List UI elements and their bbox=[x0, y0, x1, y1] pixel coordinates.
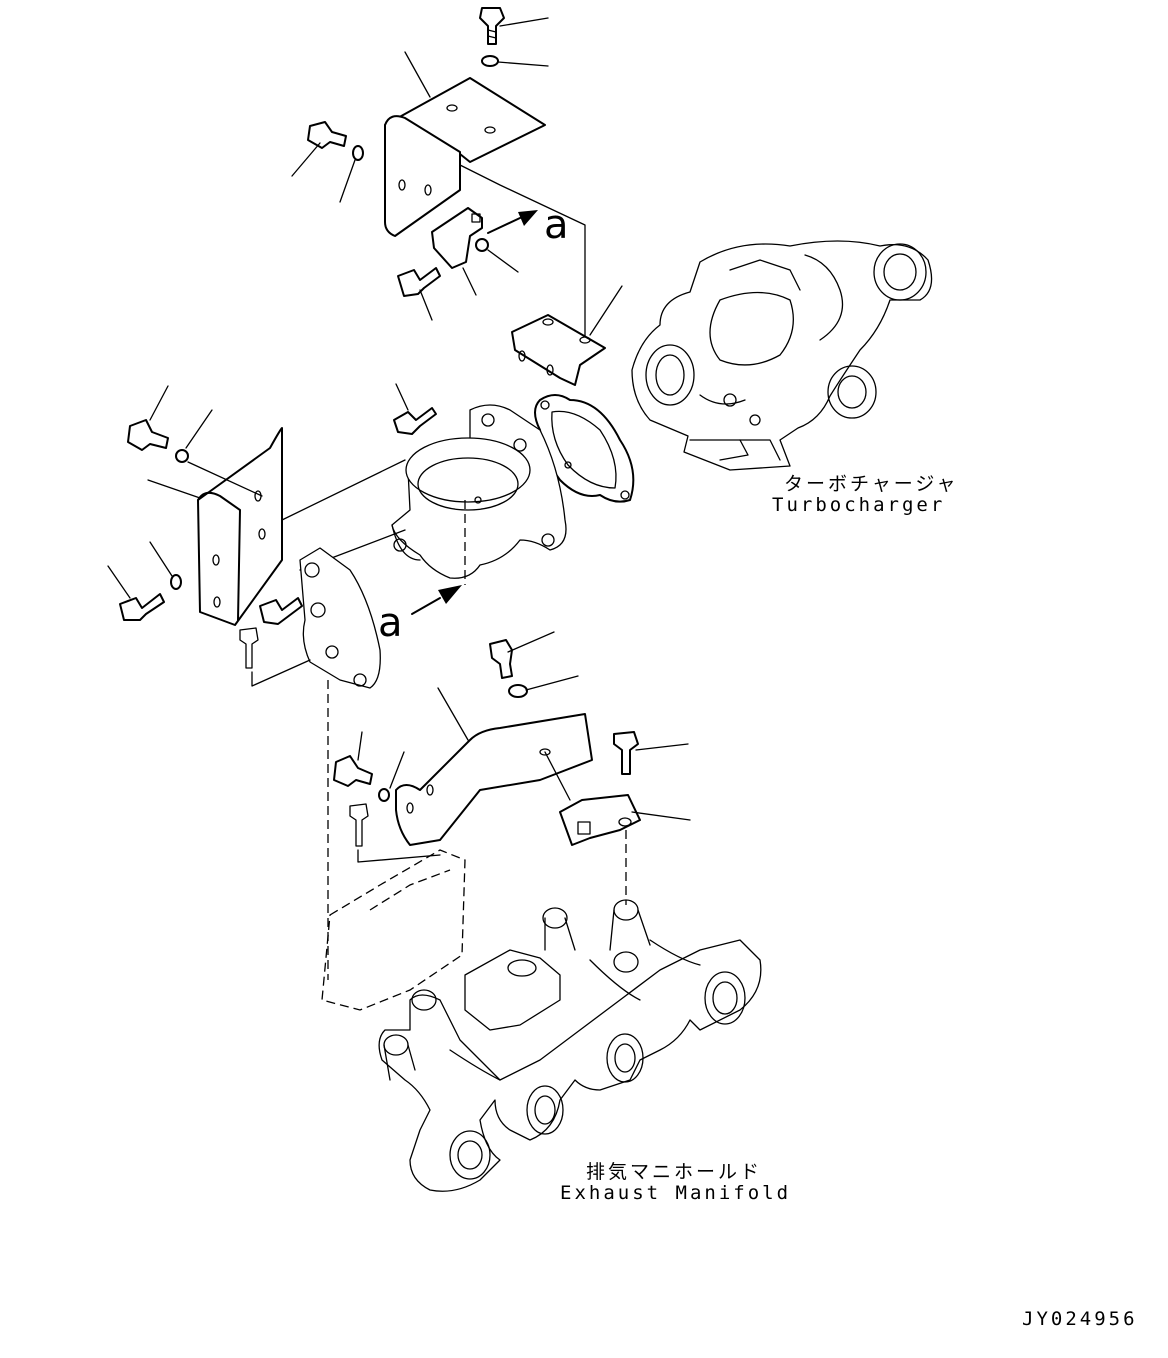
lower-bracket-washer bbox=[508, 684, 528, 698]
left-upper-bolt bbox=[127, 419, 169, 451]
exhaust-elbow bbox=[391, 404, 567, 579]
callout-a-upper: a bbox=[544, 202, 569, 248]
clamp-bolt bbox=[397, 267, 441, 297]
top-bolt bbox=[479, 7, 505, 45]
callout-a-lower: a bbox=[378, 600, 403, 646]
top-washer bbox=[481, 55, 499, 67]
upper-left-washer bbox=[352, 145, 364, 161]
lower-left-washer bbox=[378, 788, 390, 802]
mid-bolt bbox=[259, 597, 303, 625]
drawing-id: JY024956 bbox=[1022, 1308, 1138, 1330]
manifold-label-en: Exhaust Manifold bbox=[560, 1182, 792, 1204]
exhaust-manifold bbox=[321, 849, 762, 1192]
manifold-label-jp: 排気マニホールド bbox=[586, 1161, 763, 1183]
left-heat-shield-bracket bbox=[197, 427, 283, 626]
manifold-clip-bracket bbox=[559, 794, 641, 846]
lower-bracket bbox=[395, 713, 593, 846]
arrow-a-upper bbox=[487, 210, 538, 234]
clamp-washer bbox=[475, 238, 489, 252]
turbocharger-label-en: Turbocharger bbox=[772, 494, 946, 516]
right-lower-bolt bbox=[613, 731, 639, 775]
lower-bracket-top-bolt bbox=[489, 639, 513, 679]
left-upper-washer bbox=[175, 449, 189, 463]
small-clamp bbox=[431, 207, 483, 269]
upper-heat-shield-bracket bbox=[384, 77, 546, 237]
upper-left-bolt bbox=[307, 121, 347, 149]
mid-stud bbox=[239, 627, 259, 669]
turbo-support-bracket bbox=[511, 314, 606, 386]
lower-stud bbox=[349, 803, 369, 847]
turbocharger bbox=[631, 240, 933, 471]
turbocharger-label-jp: ターボチャージャ bbox=[784, 473, 959, 495]
elbow-bolt bbox=[393, 407, 437, 435]
arrow-a-lower bbox=[411, 585, 462, 615]
lower-left-bolt bbox=[333, 755, 373, 787]
manifold-adapter-plate bbox=[299, 547, 381, 689]
left-lower-bolt bbox=[119, 593, 165, 621]
left-lower-washer bbox=[170, 574, 182, 590]
